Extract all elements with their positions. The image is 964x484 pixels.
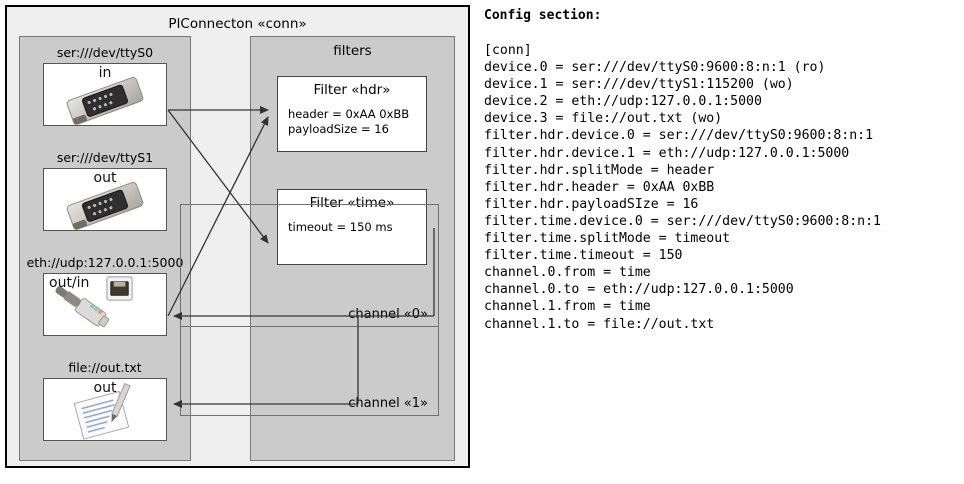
config-line: filter.hdr.header = 0xAA 0xBB — [484, 179, 715, 195]
filters-group: filters Filter «hdr» header = 0xAA 0xBB … — [180, 36, 455, 461]
channel-1-box[interactable]: channel «1» — [180, 326, 439, 416]
config-line: channel.1.to = file://out.txt — [484, 316, 715, 332]
ethernet-plug-icon — [55, 276, 133, 328]
text-file-icon — [73, 383, 131, 440]
config-line: channel.0.to = eth://udp:127.0.0.1:5000 — [484, 282, 794, 298]
device-eth-udp[interactable]: eth://udp:127.0.0.1:5000 out/in — [20, 255, 190, 336]
config-heading: Config section: — [484, 8, 602, 23]
config-line: channel.1.from = time — [484, 299, 651, 315]
filter-prop: header = 0xAA 0xBB — [288, 107, 410, 121]
config-line: device.3 = file://out.txt (wo) — [484, 111, 723, 127]
filter-props: header = 0xAA 0xBB payloadSize = 16 — [288, 107, 426, 137]
config-line: filter.time.splitMode = timeout — [484, 231, 731, 247]
config-listing: [conn] device.0 = ser:///dev/ttyS0:9600:8… — [484, 42, 881, 333]
serial-port-icon — [66, 181, 144, 230]
device-box[interactable]: out/in — [43, 273, 167, 336]
config-line: filter.hdr.device.1 = eth://udp:127.0.0.… — [484, 145, 850, 161]
architecture-diagram: PIConnecton «conn» ser:///dev/ttyS0 in — [0, 0, 478, 484]
channel-label: channel «0» — [348, 307, 428, 322]
config-line: device.1 = ser:///dev/ttyS1:115200 (wo) — [484, 77, 794, 93]
filter-title: Filter «time» — [309, 195, 395, 211]
filter-title: Filter «hdr» — [313, 82, 391, 98]
config-line: channel.0.from = time — [484, 265, 651, 281]
config-panel: Config section: [conn] device.0 = ser:///… — [482, 0, 964, 484]
config-line: filter.hdr.payloadSIze = 16 — [484, 196, 699, 212]
device-direction: out — [93, 380, 117, 396]
device-ttyS0[interactable]: ser:///dev/ttyS0 in — [20, 45, 190, 126]
config-line: filter.time.timeout = 150 — [484, 248, 683, 264]
channel-0-box[interactable]: channel «0» — [180, 204, 439, 327]
channel-label: channel «1» — [348, 396, 428, 411]
device-box[interactable]: out — [43, 378, 167, 441]
config-line: filter.hdr.device.0 = ser:///dev/ttyS0:9… — [484, 128, 874, 144]
device-label: eth://udp:127.0.0.1:5000 — [26, 255, 184, 270]
device-direction: out — [93, 170, 117, 186]
devices-group: ser:///dev/ttyS0 in — [19, 36, 191, 461]
filter-props: timeout = 150 ms — [288, 220, 426, 235]
device-box[interactable]: out — [43, 168, 167, 231]
config-line: filter.time.device.0 = ser:///dev/ttyS0:… — [484, 213, 881, 229]
filter-prop: timeout = 150 ms — [288, 220, 393, 234]
device-direction: in — [98, 65, 112, 81]
config-line: device.0 = ser:///dev/ttyS0:9600:8:n:1 (… — [484, 60, 826, 76]
serial-port-icon — [66, 76, 144, 125]
device-label: ser:///dev/ttyS1 — [56, 150, 154, 165]
device-direction: out/in — [49, 275, 90, 291]
filters-group-title: filters — [333, 43, 372, 59]
device-label: file://out.txt — [68, 360, 142, 375]
filter-prop: payloadSize = 16 — [288, 122, 389, 136]
config-line: [conn] — [484, 43, 532, 58]
device-box[interactable]: in — [43, 63, 167, 126]
device-label: ser:///dev/ttyS0 — [56, 45, 154, 60]
page-title: PIConnecton «conn» — [168, 16, 307, 32]
device-ttyS1[interactable]: ser:///dev/ttyS1 out — [20, 150, 190, 231]
filter-hdr-box[interactable]: Filter «hdr» header = 0xAA 0xBB payloadS… — [277, 76, 427, 152]
device-file-out[interactable]: file://out.txt out — [20, 360, 190, 441]
config-line: device.2 = eth://udp:127.0.0.1:5000 — [484, 94, 762, 110]
filter-time-box[interactable]: Filter «time» timeout = 150 ms — [277, 189, 427, 265]
config-line: filter.hdr.splitMode = header — [484, 162, 715, 178]
